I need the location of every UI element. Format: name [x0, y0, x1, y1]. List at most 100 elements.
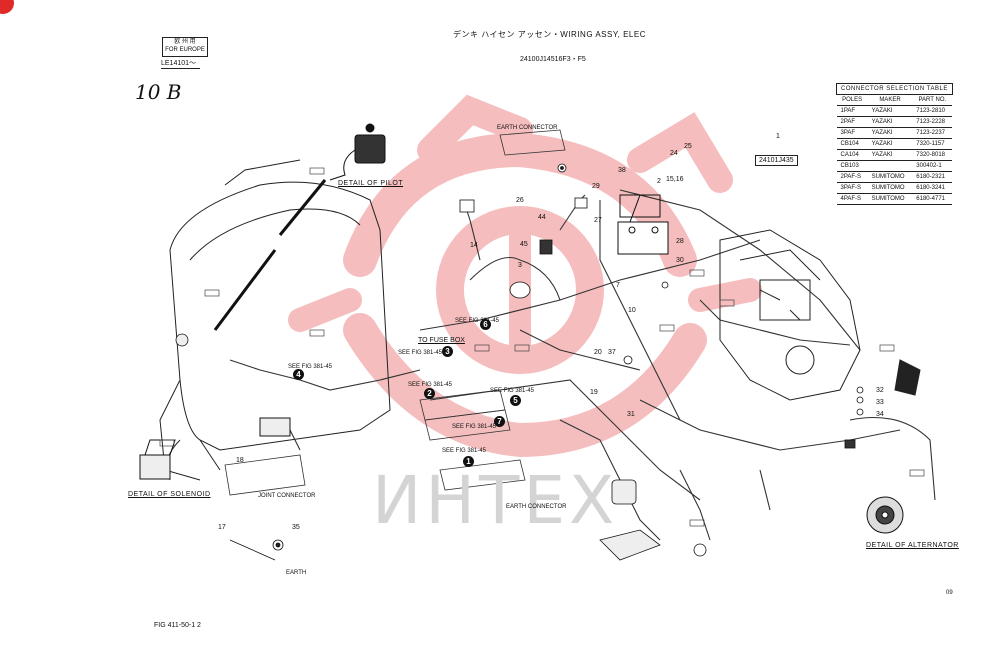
harness-lines	[166, 189, 936, 541]
col-header: POLES	[836, 94, 868, 106]
cab-outline	[159, 159, 391, 481]
watermark-text: ИНТЕХ	[372, 462, 619, 539]
table-cell: 3PAF	[836, 127, 868, 139]
callout-badge-4: 4	[293, 369, 304, 380]
see-fig-label: SEE FIG 381-45	[288, 364, 333, 370]
solenoid-component	[139, 417, 291, 480]
callout-badge-3: 3	[442, 346, 453, 357]
part-number: 15,16	[666, 176, 684, 183]
table-cell: CA104	[836, 149, 868, 161]
region-box-line2: FOR EUROPE	[165, 47, 205, 53]
joint-connector-label: JOINT CONNECTOR	[258, 493, 316, 499]
part-number: 19	[590, 389, 598, 396]
table-cell: SUMITOMO	[867, 171, 913, 183]
table-cell: YAZAKI	[867, 127, 913, 139]
part-code: 24100J14516F3・F5	[520, 56, 586, 63]
part-number: 29	[592, 183, 600, 190]
table-cell: 2PAF-S	[836, 171, 868, 183]
part-number: 1	[776, 133, 780, 140]
misc-parts	[175, 163, 864, 561]
page-number: 09	[946, 590, 953, 596]
table-cell: SUMITOMO	[867, 182, 913, 194]
part-number: 32	[876, 387, 884, 394]
earth-connector-label: EARTH CONNECTOR	[506, 504, 567, 510]
part-number: 45	[520, 241, 528, 248]
part-number: 44	[538, 214, 546, 221]
part-number: 37	[608, 349, 616, 356]
table-cell: 6180-2321	[912, 171, 953, 183]
see-fig-label: SEE FIG 381-45	[442, 448, 487, 454]
assy-reference: 24101J435	[755, 155, 798, 166]
part-number: 17	[218, 524, 226, 531]
col-header: PART NO.	[912, 94, 953, 106]
part-number: 30	[676, 257, 684, 264]
col-header: MAKER	[867, 94, 913, 106]
table-cell: YAZAKI	[867, 116, 913, 128]
see-fig-label: SEE FIG 381-45	[398, 350, 443, 356]
table-cell: 7320-8018	[912, 149, 953, 161]
table-cell: 7320-1157	[912, 138, 953, 150]
part-number: 18	[236, 457, 244, 464]
part-number: 26	[516, 197, 524, 204]
part-number: 38	[618, 167, 626, 174]
part-number: 10	[628, 307, 636, 314]
table-cell: 6180-4771	[912, 193, 953, 205]
table-cell: 2PAF	[836, 116, 868, 128]
pilot-component	[329, 123, 386, 181]
engine-block	[719, 229, 921, 401]
table-cell: 1PAF	[836, 105, 868, 117]
corner-marker	[0, 0, 14, 14]
see-fig-label: SEE FIG 381-45	[452, 424, 497, 430]
table-cell: YAZAKI	[867, 105, 913, 117]
part-number: 24	[670, 150, 678, 157]
callout-badge-7: 7	[494, 416, 505, 427]
part-number: 28	[676, 238, 684, 245]
see-fig-label: SEE FIG 381-45	[408, 382, 453, 388]
table-title: CONNECTOR SELECTION TABLE	[836, 83, 953, 95]
to-fuse-box-label: TO FUSE BOX	[418, 337, 465, 344]
part-number: 20	[594, 349, 602, 356]
see-fig-label: SEE FIG 381-45	[490, 388, 535, 394]
table-cell: 7123-2237	[912, 127, 953, 139]
part-number: 31	[627, 411, 635, 418]
table-cell: 3PAF-S	[836, 182, 868, 194]
table-cell: CB104	[836, 138, 868, 150]
table-cell: YAZAKI	[867, 149, 913, 161]
page-title: デンキ ハイセン アッセン・WIRING ASSY, ELEC	[453, 30, 646, 39]
part-number: 34	[876, 411, 884, 418]
earth-label: EARTH	[286, 570, 307, 576]
part-number: 7	[616, 282, 620, 289]
callout-badge-1: 1	[463, 456, 474, 467]
part-number: 33	[876, 399, 884, 406]
region-box: 欧 州 用 FOR EUROPE	[162, 37, 208, 57]
table-cell: SUMITOMO	[867, 193, 913, 205]
connector-selection-table: CONNECTOR SELECTION TABLE POLES MAKER PA…	[836, 83, 953, 205]
connector-grids	[224, 129, 566, 496]
detail-alternator-label: DETAIL OF ALTERNATOR	[866, 542, 959, 549]
handwritten-note: 10 B	[135, 80, 182, 104]
table-cell: YAZAKI	[867, 138, 913, 150]
detail-solenoid-label: DETAIL OF SOLENOID	[128, 491, 211, 498]
battery	[617, 194, 669, 255]
part-number: 35	[292, 524, 300, 531]
table-cell: CB103	[836, 160, 868, 172]
earth-connector-label: EARTH CONNECTOR	[497, 125, 558, 131]
serial-number: LE14101～	[161, 58, 201, 69]
callout-badge-6: 6	[480, 319, 491, 330]
callout-badge-2: 2	[424, 388, 435, 399]
part-number: 14	[470, 242, 478, 249]
region-box-line1: 欧 州 用	[174, 39, 196, 45]
detail-pilot-label: DETAIL OF PILOT	[338, 180, 404, 187]
table-cell: 6180-3241	[912, 182, 953, 194]
table-cell: 7123-2810	[912, 105, 953, 117]
see-fig-label: SEE FIG 381-45	[455, 318, 500, 324]
part-number: 2	[657, 178, 661, 185]
